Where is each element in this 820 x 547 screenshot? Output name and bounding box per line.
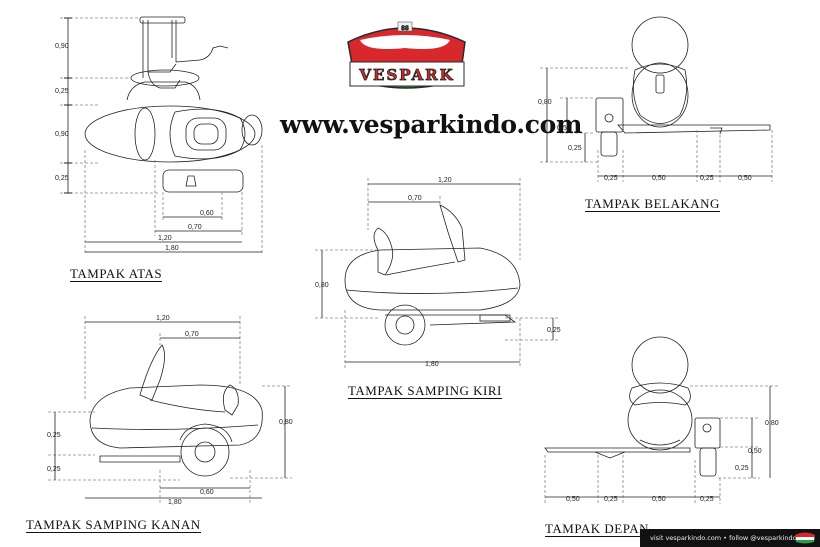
footer-bar: visit vesparkindo.com • follow @vesparki…	[640, 529, 820, 547]
dim-depan-b3: 0,50	[652, 496, 666, 503]
dim-belakang-v2: 0,50	[557, 125, 571, 132]
dim-belakang-v3: 0,25	[568, 145, 582, 152]
dim-kiri-top1: 1,20	[438, 177, 452, 184]
dim-atas-v1: 0,90	[55, 43, 69, 50]
dim-depan-b2: 0,25	[604, 496, 618, 503]
front-view-drawing	[544, 336, 778, 504]
logo-text: VESPARK	[358, 66, 454, 84]
dimension-labels: 0,90 0,25 0,90 0,25 0,60 0,70 1,20 1,80 …	[47, 43, 779, 506]
website-url: www.vesparkindo.com	[280, 110, 583, 139]
right-side-drawing	[48, 316, 292, 505]
dim-depan-v2: 0,50	[748, 448, 762, 455]
dim-kanan-b2: 1,80	[168, 499, 182, 506]
label-tampak-samping-kiri: TAMPAK SAMPING KIRI	[348, 383, 502, 399]
dim-kiri-side: 0,80	[315, 282, 329, 289]
dim-belakang-b3: 0,25	[700, 175, 714, 182]
vespark-logo: 88 VESPARK	[347, 21, 466, 89]
dim-belakang-v1: 0,80	[538, 99, 552, 106]
dim-atas-v4: 0,25	[55, 175, 69, 182]
dim-kanan-right: 0,80	[279, 419, 293, 426]
label-tampak-depan: TAMPAK DEPAN	[545, 521, 650, 537]
dim-kiri-right: 0,25	[547, 327, 561, 334]
dim-depan-b4: 0,25	[700, 496, 714, 503]
label-tampak-belakang: TAMPAK BELAKANG	[585, 196, 720, 212]
dim-kanan-left2: 0,25	[47, 466, 61, 473]
dim-kiri-top2: 0,70	[408, 195, 422, 202]
dim-belakang-b1: 0,25	[604, 175, 618, 182]
dim-depan-v3: 0,25	[735, 465, 749, 472]
dim-kiri-bottom: 1,80	[425, 361, 439, 368]
left-side-drawing	[315, 178, 560, 368]
dim-belakang-b2: 0,50	[652, 175, 666, 182]
dim-atas-h2: 0,70	[188, 224, 202, 231]
dim-kanan-b1: 0,60	[200, 489, 214, 496]
dim-belakang-b4: 0,50	[738, 175, 752, 182]
dim-atas-h3: 1,20	[158, 235, 172, 242]
dim-kanan-top2: 0,70	[185, 331, 199, 338]
dim-kanan-left1: 0,25	[47, 432, 61, 439]
rear-view-drawing	[540, 16, 773, 182]
footer-text: visit vesparkindo.com • follow @vesparki…	[650, 534, 803, 542]
dim-depan-b1: 0,50	[566, 496, 580, 503]
logo-badge: 88	[401, 25, 409, 32]
dim-depan-v1: 0,80	[765, 420, 779, 427]
footer-logo-icon	[795, 532, 815, 544]
dim-kanan-top1: 1,20	[156, 315, 170, 322]
dim-atas-h4: 1,80	[165, 245, 179, 252]
dim-atas-v3: 0,90	[55, 131, 69, 138]
label-tampak-samping-kanan: TAMPAK SAMPING KANAN	[26, 517, 201, 533]
dim-atas-v2: 0,25	[55, 88, 69, 95]
dim-atas-h1: 0,60	[200, 210, 214, 217]
top-view-drawing	[60, 16, 263, 253]
label-tampak-atas: TAMPAK ATAS	[70, 266, 163, 282]
